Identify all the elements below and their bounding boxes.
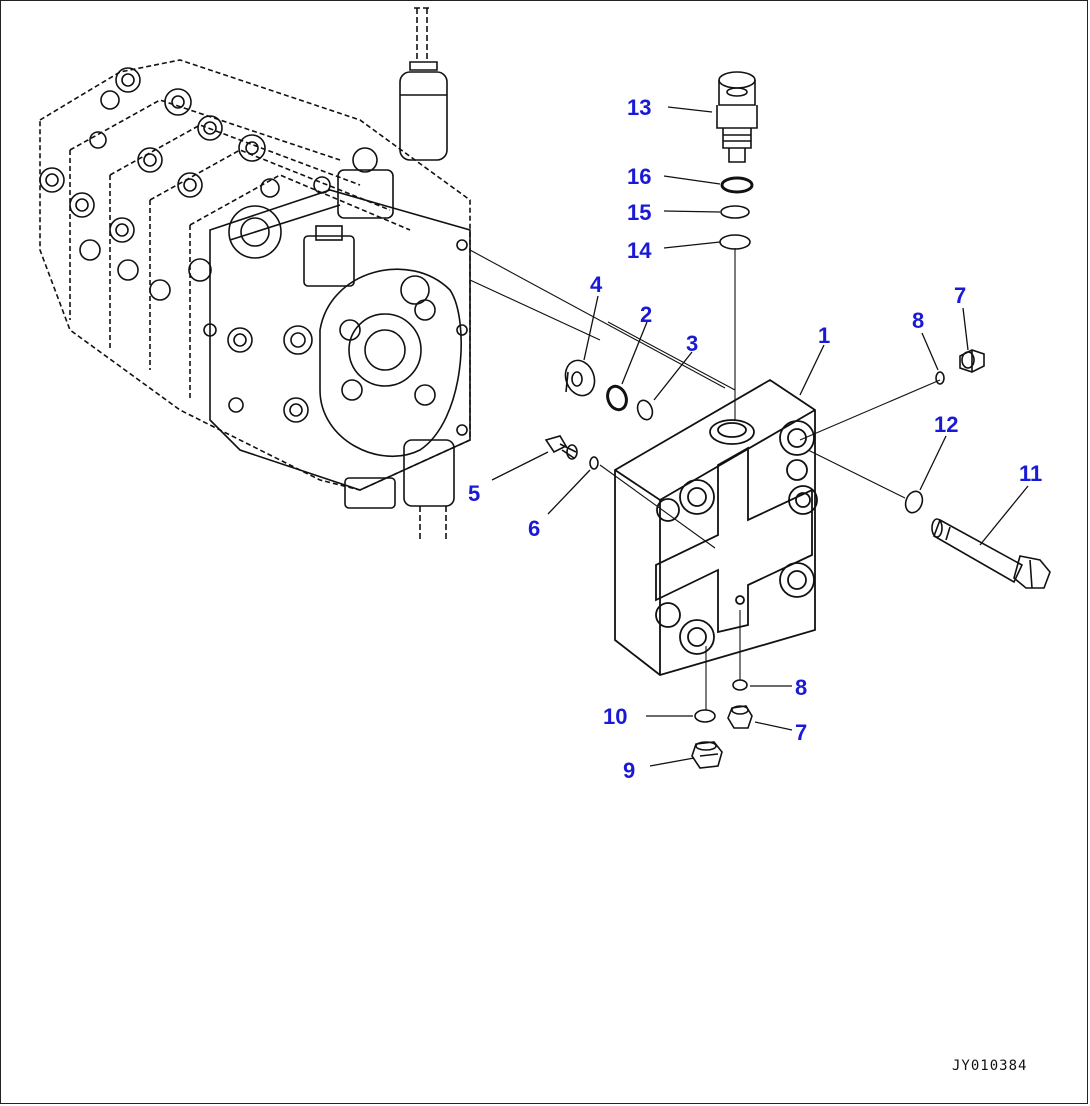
leader-lines bbox=[491, 106, 1029, 767]
callout-7-upper: 7 bbox=[954, 283, 967, 308]
callout-8-upper: 8 bbox=[912, 308, 925, 333]
callout-3: 3 bbox=[686, 331, 699, 356]
control-valve-assembly bbox=[39, 7, 471, 540]
o-ring-10 bbox=[694, 709, 716, 723]
bolt-11 bbox=[931, 518, 1051, 589]
plug-7-upper bbox=[959, 349, 985, 373]
plug-9 bbox=[691, 741, 723, 769]
o-ring-3 bbox=[636, 399, 654, 421]
drawing-code: JY010384 bbox=[952, 1058, 1028, 1074]
callout-6: 6 bbox=[528, 516, 541, 541]
ring-14 bbox=[719, 234, 751, 250]
callout-13: 13 bbox=[627, 95, 652, 120]
callout-10: 10 bbox=[603, 704, 628, 729]
plug-7-lower bbox=[727, 705, 753, 729]
callout-8-lower: 8 bbox=[795, 675, 808, 700]
callout-14: 14 bbox=[627, 238, 652, 263]
ring-2 bbox=[606, 384, 628, 412]
relief-valve-cartridge bbox=[716, 71, 758, 163]
washer-4 bbox=[564, 359, 596, 397]
washer-12 bbox=[904, 490, 924, 514]
callout-1: 1 bbox=[818, 323, 831, 348]
o-ring-8-upper bbox=[935, 371, 945, 385]
cover-plate bbox=[614, 378, 818, 676]
o-ring-6 bbox=[589, 456, 599, 470]
o-ring-8-lower bbox=[732, 679, 748, 691]
plug-5 bbox=[544, 435, 578, 460]
callout-11: 11 bbox=[1019, 461, 1043, 486]
callout-15: 15 bbox=[627, 200, 652, 225]
callout-4: 4 bbox=[590, 272, 603, 297]
callout-5: 5 bbox=[468, 481, 481, 506]
callout-12: 12 bbox=[934, 412, 959, 437]
callout-2: 2 bbox=[640, 302, 653, 327]
callout-16: 16 bbox=[627, 164, 652, 189]
callout-7-lower: 7 bbox=[795, 720, 808, 745]
ring-15 bbox=[720, 205, 750, 219]
callout-9: 9 bbox=[623, 758, 636, 783]
o-ring-16 bbox=[720, 176, 754, 194]
